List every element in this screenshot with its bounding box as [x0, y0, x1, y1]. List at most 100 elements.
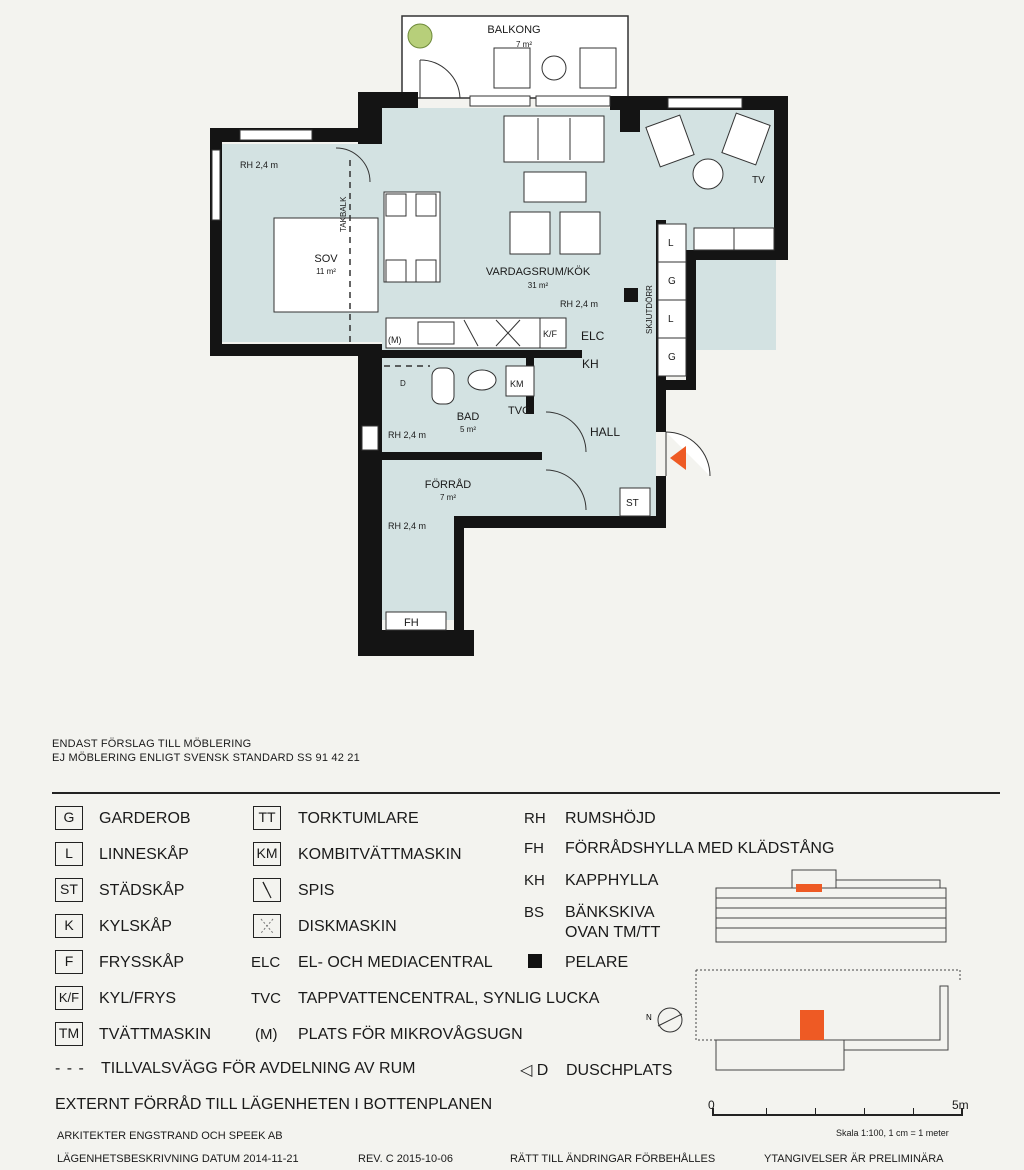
wardrobe-code: G [668, 276, 676, 287]
furniture [273, 112, 775, 517]
key-plan: N [646, 869, 961, 1071]
toilet [431, 367, 455, 405]
stove-icon [463, 319, 479, 347]
sliding-door-label: SKJUTDÖRR [645, 285, 654, 334]
microwave-label: (M) [388, 335, 402, 345]
wardrobe-code: L [668, 238, 674, 249]
entrance-arrow-icon [670, 446, 686, 470]
beam-label: TAKBALK [339, 196, 348, 232]
side-table [692, 158, 724, 190]
coffee-table [523, 171, 587, 203]
legend-label: PLATS FÖR MIKROVÅGSUGN [298, 1026, 523, 1043]
armchair [721, 112, 771, 166]
wardrobe-code: G [668, 352, 676, 363]
legend-code: RH [524, 810, 546, 827]
shower-label: D [400, 379, 406, 388]
legend-label: KYL/FRYS [99, 990, 177, 1007]
legend-code: TM [55, 1022, 83, 1046]
kh-label: KH [582, 357, 599, 371]
legend-code: G [55, 806, 83, 830]
legend-label: EL- OCH MEDIACENTRAL [298, 954, 493, 971]
bedroom-name: SOV [314, 253, 338, 265]
scale-bar [712, 1114, 962, 1116]
armchair [559, 211, 601, 255]
fridge [539, 317, 567, 349]
legend-code: TVC [251, 990, 281, 1007]
legend-label: LINNESKÅP [99, 846, 189, 863]
plant-icon [407, 23, 433, 49]
legend-label: KYLSKÅP [99, 918, 172, 935]
legend-label: STÄDSKÅP [99, 882, 185, 899]
optional-wall-label: TILLVALSVÄGG FÖR AVDELNING AV RUM [101, 1060, 416, 1077]
divider [52, 792, 1000, 794]
balcony-area: 7 m² [516, 40, 532, 49]
sink [417, 321, 455, 345]
legend-label: BÄNKSKIVA [565, 904, 655, 921]
living-height: RH 2,4 m [560, 299, 598, 309]
balcony [401, 15, 629, 99]
legend-label: FÖRRÅDSHYLLA MED KLÄDSTÅNG [565, 840, 835, 857]
standard-note: EJ MÖBLERING ENLIGT SVENSK STANDARD SS 9… [52, 752, 360, 764]
floor-plan: BALKONG 7 m² RH 2,4 m SOV 11 m² TAKBALK … [210, 15, 788, 656]
bath-area: 5 m² [460, 425, 476, 434]
living-name: VARDAGSRUM/KÖK [486, 266, 591, 278]
legend-code: KM [253, 842, 281, 866]
apartment-marker [796, 884, 822, 892]
legend-code: (M) [255, 1026, 278, 1043]
armchair [645, 114, 695, 168]
legend-code: ST [55, 878, 83, 902]
legend-label: TORKTUMLARE [298, 810, 419, 827]
scale-text: Skala 1:100, 1 cm = 1 meter [836, 1128, 949, 1138]
doc-date: LÄGENHETSBESKRIVNING DATUM 2014-11-21 [57, 1153, 299, 1165]
prelim-note: YTANGIVELSER ÄR PRELIMINÄRA [764, 1153, 944, 1165]
basin [467, 369, 497, 391]
shower-label: DUSCHPLATS [566, 1062, 673, 1079]
kitchen-counter [385, 317, 541, 349]
balcony-name: BALKONG [487, 24, 540, 36]
optional-wall-symbol: - - - [55, 1060, 85, 1077]
revision: REV. C 2015-10-06 [358, 1153, 453, 1165]
svg-text:N: N [646, 1013, 652, 1022]
apartment-location-marker [800, 1010, 824, 1040]
dishwasher-icon [253, 914, 281, 938]
km-label: KM [510, 379, 524, 389]
fridge-label: K/F [543, 329, 558, 339]
hall-name: HALL [590, 425, 620, 439]
floor-area [222, 108, 776, 620]
legend-code: K/F [55, 986, 83, 1010]
bedroom-height: RH 2,4 m [240, 160, 278, 170]
storage-name: FÖRRÅD [425, 478, 472, 491]
st-label: ST [626, 498, 639, 509]
legend-label: KAPPHYLLA [565, 872, 659, 889]
cleaning-closet [619, 487, 651, 517]
legend-label: FRYSSKÅP [99, 954, 185, 971]
windows [211, 95, 743, 631]
legend-code: TT [253, 806, 281, 830]
legend-code: ELC [251, 954, 281, 971]
legend-code: KH [524, 872, 545, 889]
legend-label: GARDEROB [99, 810, 191, 827]
scale-end: 5m [952, 1098, 969, 1112]
legend-label: OVAN TM/TT [565, 924, 661, 941]
shower-symbol: ◁ D [520, 1062, 549, 1079]
bed [273, 217, 379, 313]
external-storage-note: EXTERNT FÖRRÅD TILL LÄGENHETEN I BOTTENP… [55, 1096, 493, 1113]
tvc-label: TVC [508, 405, 530, 417]
washer [505, 365, 535, 397]
legend-label: KOMBITVÄTTMASKIN [298, 846, 462, 863]
tv-label: TV [752, 175, 765, 186]
furnishing-note: ENDAST FÖRSLAG TILL MÖBLERING [52, 738, 252, 750]
legend-label: RUMSHÖJD [565, 810, 656, 827]
legend-label: PELARE [565, 954, 629, 971]
legend-code: FH [524, 840, 544, 857]
sofa [503, 115, 605, 163]
scale-start: 0 [708, 1098, 715, 1112]
storage-area: 7 m² [440, 493, 456, 502]
pillar-icon [528, 954, 542, 968]
stove-icon [253, 878, 281, 902]
wardrobe-code: L [668, 314, 674, 325]
legend-label: DISKMASKIN [298, 918, 397, 935]
rights-note: RÄTT TILL ÄNDRINGAR FÖRBEHÅLLES [510, 1153, 716, 1165]
armchair [509, 211, 551, 255]
storage-height: RH 2,4 m [388, 521, 426, 531]
